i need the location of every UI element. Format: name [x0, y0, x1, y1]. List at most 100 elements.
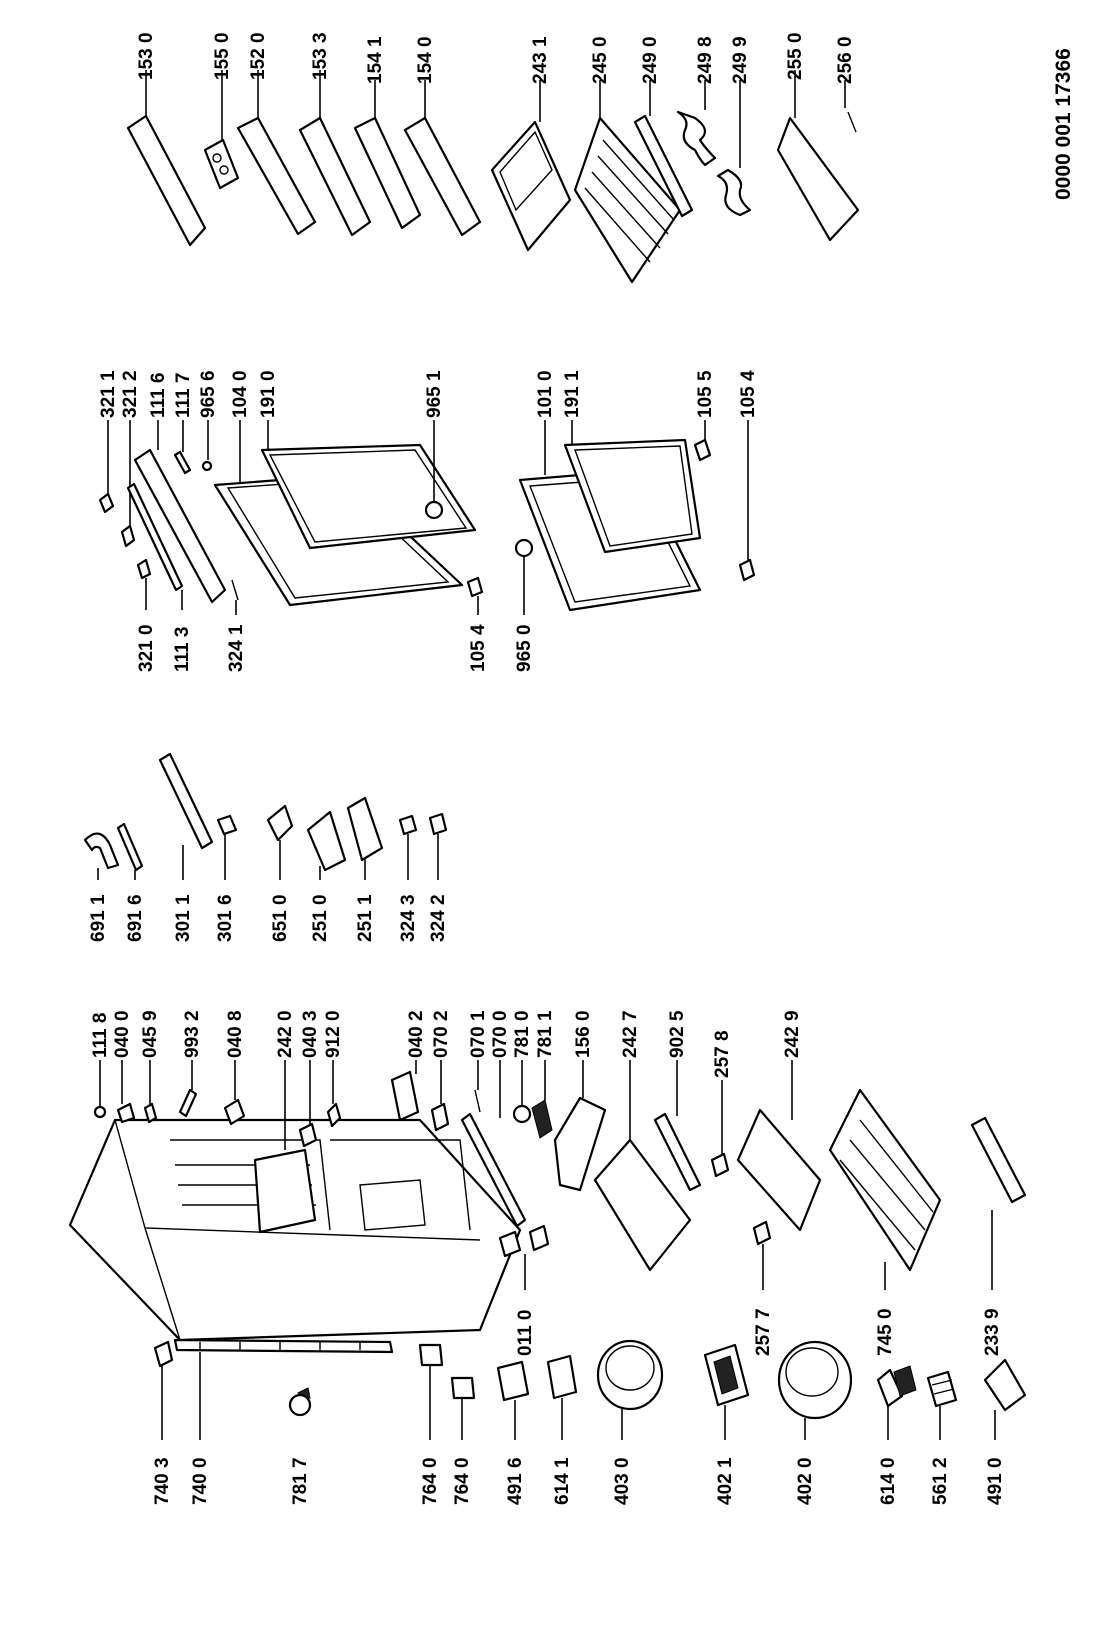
label-155-0: 155 0	[212, 32, 233, 80]
label-070-1: 070 1	[468, 1010, 489, 1058]
label-301-1: 301 1	[173, 894, 194, 942]
label-491-0: 491 0	[985, 1457, 1006, 1505]
label-257-7: 257 7	[753, 1308, 774, 1356]
part-301-1	[158, 752, 214, 850]
part-040-0	[116, 1102, 136, 1124]
label-561-2: 561 2	[930, 1457, 951, 1505]
part-233-9	[970, 1116, 1027, 1204]
part-965-6	[201, 460, 213, 472]
part-242-9	[736, 1108, 822, 1232]
part-781-1	[531, 1099, 553, 1139]
part-111-3	[126, 482, 184, 592]
label-301-6: 301 6	[215, 894, 236, 942]
label-153-0: 153 0	[136, 32, 157, 80]
label-740-0: 740 0	[190, 1457, 211, 1505]
part-781-0	[512, 1104, 532, 1124]
label-251-1: 251 1	[355, 894, 376, 942]
part-105-4-lower	[738, 558, 756, 582]
label-111-6: 111 6	[148, 373, 169, 418]
label-045-9: 045 9	[140, 1010, 161, 1058]
label-324-1: 324 1	[226, 624, 247, 672]
label-152-0: 152 0	[248, 32, 269, 80]
part-491-6	[496, 1360, 530, 1402]
label-070-2: 070 2	[431, 1010, 452, 1058]
part-040-8	[223, 1098, 246, 1126]
part-691-6	[116, 822, 144, 872]
label-764-0-a: 764 0	[420, 1457, 441, 1505]
label-242-9: 242 9	[782, 1010, 803, 1058]
label-154-0: 154 0	[415, 36, 436, 84]
part-111-8	[93, 1105, 107, 1119]
label-243-1: 243 1	[530, 36, 551, 84]
part-257-8	[710, 1152, 730, 1178]
part-255-0	[776, 116, 860, 242]
part-070-2	[430, 1102, 450, 1132]
label-321-1: 321 1	[98, 370, 119, 418]
part-154-1	[353, 116, 422, 230]
label-104-0: 104 0	[230, 370, 251, 418]
part-251-1	[346, 796, 384, 862]
part-070-1	[474, 1089, 481, 1113]
part-764-0-a	[418, 1343, 444, 1367]
label-324-3: 324 3	[398, 894, 419, 942]
label-614-1: 614 1	[552, 1457, 573, 1505]
label-191-0: 191 0	[258, 370, 279, 418]
label-764-0-b: 764 0	[452, 1457, 473, 1505]
part-152-0	[236, 116, 317, 236]
label-614-0: 614 0	[878, 1457, 899, 1505]
label-111-8: 111 8	[90, 1013, 111, 1058]
label-745-0: 745 0	[875, 1308, 896, 1356]
label-781-1: 781 1	[535, 1010, 556, 1058]
part-249-8	[676, 110, 717, 167]
label-249-0: 249 0	[640, 36, 661, 84]
label-111-3: 111 3	[172, 627, 193, 672]
label-111-7: 111 7	[173, 373, 194, 418]
part-745-0	[828, 1088, 942, 1272]
part-labels: 153 0 155 0 152 0 153 3 154 1 154 0 243 …	[88, 32, 1006, 1505]
part-614-0	[876, 1368, 904, 1408]
part-105-5	[693, 438, 712, 462]
part-011-0	[498, 1230, 522, 1258]
part-321-0	[136, 558, 152, 580]
part-156-0	[553, 1096, 607, 1192]
part-301-6	[216, 814, 238, 836]
part-070-0	[460, 1112, 527, 1228]
label-993-2: 993 2	[182, 1010, 203, 1058]
label-321-0: 321 0	[136, 624, 157, 672]
part-740-0	[173, 1338, 394, 1354]
label-040-8: 040 8	[225, 1010, 246, 1058]
label-251-0: 251 0	[310, 894, 331, 942]
part-764-0-b	[450, 1376, 476, 1400]
label-105-5: 105 5	[695, 370, 716, 418]
part-491-0	[983, 1358, 1027, 1412]
label-242-7: 242 7	[620, 1010, 641, 1058]
label-245-0: 245 0	[590, 36, 611, 84]
label-040-0: 040 0	[112, 1010, 133, 1058]
part-402-0	[777, 1340, 853, 1420]
label-403-0: 403 0	[612, 1457, 633, 1505]
part-324-1	[231, 579, 239, 601]
part-965-1	[424, 500, 444, 520]
part-691-1	[83, 832, 120, 870]
label-402-1: 402 1	[715, 1457, 736, 1505]
part-251-0	[306, 810, 347, 872]
part-105-4	[466, 576, 484, 598]
label-040-3: 040 3	[300, 1010, 321, 1058]
part-912-0	[326, 1102, 342, 1128]
part-321-1	[98, 492, 115, 514]
label-781-7: 781 7	[290, 1457, 311, 1505]
part-040-2	[390, 1070, 420, 1122]
label-040-2: 040 2	[406, 1010, 427, 1058]
label-255-0: 255 0	[785, 32, 806, 80]
part-324-3	[398, 814, 418, 836]
part-740-3	[153, 1340, 174, 1368]
part-154-0	[403, 116, 482, 237]
label-153-3: 153 3	[310, 32, 331, 80]
label-324-2: 324 2	[428, 894, 449, 942]
label-321-2: 321 2	[120, 370, 141, 418]
part-321-2	[120, 524, 136, 548]
part-243-1	[490, 120, 572, 252]
label-651-0: 651 0	[270, 894, 291, 942]
label-691-6: 691 6	[125, 894, 146, 942]
